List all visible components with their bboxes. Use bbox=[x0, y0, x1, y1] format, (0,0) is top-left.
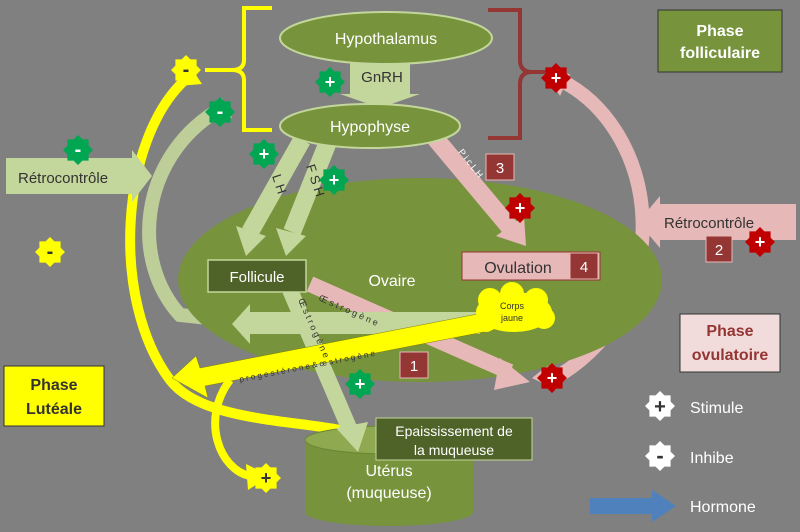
arrow-fsh bbox=[283, 138, 337, 236]
legend-hormone-label: Hormone bbox=[690, 499, 756, 516]
arrow-lh-head bbox=[236, 226, 266, 256]
svg-text:+: + bbox=[755, 232, 766, 252]
arrow-pic-lh bbox=[428, 132, 519, 236]
svg-text:1: 1 bbox=[410, 358, 418, 375]
retro-left-label: Rétrocontrôle bbox=[18, 170, 108, 187]
hypothalamus-label: Hypothalamus bbox=[335, 31, 437, 48]
plus-star-icon: + bbox=[541, 63, 571, 93]
svg-text:+: + bbox=[259, 144, 270, 164]
yellow-bracket bbox=[205, 6, 272, 132]
svg-text:+: + bbox=[329, 170, 340, 190]
corps-jaune[interactable] bbox=[476, 282, 555, 332]
svg-text:-: - bbox=[656, 443, 663, 468]
uterus-label-1: Utérus bbox=[365, 463, 412, 480]
arrow-fsh-head bbox=[276, 228, 306, 256]
svg-text:-: - bbox=[217, 101, 224, 123]
hypophyse-label: Hypophyse bbox=[330, 119, 410, 136]
epaississement-label-1: Epaississement de bbox=[395, 423, 513, 439]
phase-folliculaire-box bbox=[657, 9, 783, 73]
svg-text:+: + bbox=[355, 374, 366, 394]
plus-star-icon: + bbox=[505, 193, 535, 223]
legend: + Stimule - Inhibe Hormone bbox=[590, 391, 756, 522]
svg-text:2: 2 bbox=[715, 242, 723, 259]
arrow-pic-lh-head bbox=[496, 216, 526, 246]
minus-star-icon: - bbox=[63, 135, 93, 165]
uterus-label-2: (muqueuse) bbox=[346, 485, 431, 502]
follicule-box[interactable] bbox=[207, 259, 307, 293]
legend-stimule-label: Stimule bbox=[690, 400, 743, 417]
svg-text:-: - bbox=[75, 139, 82, 161]
plus-star-icon: + bbox=[251, 463, 281, 493]
corps-jaune-label-2: jaune bbox=[500, 313, 523, 323]
phase-folliculaire-label-1: Phase bbox=[696, 23, 743, 40]
phase-folliculaire-label-2: folliculaire bbox=[680, 45, 760, 62]
svg-text:-: - bbox=[47, 241, 54, 263]
gnrh-arrow-body bbox=[350, 60, 410, 94]
legend-hormone-arrow-icon bbox=[590, 490, 676, 522]
svg-text:4: 4 bbox=[580, 259, 588, 276]
hypothalamus[interactable] bbox=[279, 11, 493, 65]
svg-text:+: + bbox=[515, 198, 526, 218]
svg-text:+: + bbox=[547, 368, 558, 388]
phase-luteale-box bbox=[3, 365, 105, 427]
badge-2: 2 bbox=[705, 235, 733, 263]
legend-inhibe-icon: - bbox=[645, 441, 675, 471]
plus-star-icon: + bbox=[537, 363, 567, 393]
arrow-yellow-uterus bbox=[211, 377, 252, 480]
ovaire-label: Ovaire bbox=[368, 273, 415, 290]
phase-luteale-label-2: Lutéale bbox=[26, 401, 82, 418]
badge-4: 4 bbox=[569, 252, 599, 280]
minus-star-icon: - bbox=[205, 97, 235, 127]
uterus-bottom bbox=[305, 498, 473, 526]
svg-text:-: - bbox=[183, 59, 190, 81]
phase-luteale-label-1: Phase bbox=[30, 377, 77, 394]
minus-star-icon: - bbox=[35, 237, 65, 267]
svg-text:3: 3 bbox=[496, 160, 504, 177]
legend-stimule-icon: + bbox=[645, 391, 675, 421]
left-feedback-arc-green bbox=[142, 106, 246, 329]
svg-text:+: + bbox=[325, 72, 336, 92]
epaississement-label-2: la muqueuse bbox=[414, 442, 494, 458]
hypophyse[interactable] bbox=[279, 103, 461, 149]
plus-star-icon: + bbox=[345, 369, 375, 399]
retro-left-arrow[interactable] bbox=[6, 150, 152, 202]
lh-label: L H bbox=[269, 172, 289, 195]
phase-ovulatoire-box bbox=[679, 313, 781, 373]
legend-inhibe-label: Inhibe bbox=[690, 450, 734, 467]
minus-star-icon: - bbox=[171, 55, 201, 85]
retro-right-label: Rétrocontrôle bbox=[664, 215, 754, 232]
follicule-label: Follicule bbox=[229, 269, 284, 286]
gnrh-arrow-head bbox=[340, 94, 420, 108]
phase-ovulatoire-label-1: Phase bbox=[706, 323, 753, 340]
plus-star-icon: + bbox=[315, 67, 345, 97]
arrow-oestrogene-pink-head bbox=[494, 358, 530, 390]
badge-1: 1 bbox=[399, 351, 429, 379]
left-feedback-arc-yellow bbox=[125, 76, 341, 435]
arrow-lh bbox=[242, 135, 310, 237]
gnrh-label: GnRH bbox=[361, 69, 403, 86]
phase-ovulatoire-label-2: ovulatoire bbox=[692, 347, 769, 364]
plus-star-icon: + bbox=[319, 165, 349, 195]
epaississement-box[interactable] bbox=[375, 417, 533, 461]
red-bracket bbox=[488, 8, 548, 140]
arrow-progesterone-yellow bbox=[171, 311, 495, 399]
arrow-oestrogene-green-head bbox=[336, 422, 368, 452]
svg-text:+: + bbox=[261, 468, 272, 488]
svg-text:+: + bbox=[654, 396, 666, 418]
corps-jaune-label-1: Corps bbox=[500, 301, 525, 311]
badge-3: 3 bbox=[485, 153, 515, 181]
ovulation-label: Ovulation bbox=[484, 260, 552, 277]
svg-text:+: + bbox=[551, 68, 562, 88]
plus-star-icon: + bbox=[249, 139, 279, 169]
plus-star-icon: + bbox=[745, 227, 775, 257]
